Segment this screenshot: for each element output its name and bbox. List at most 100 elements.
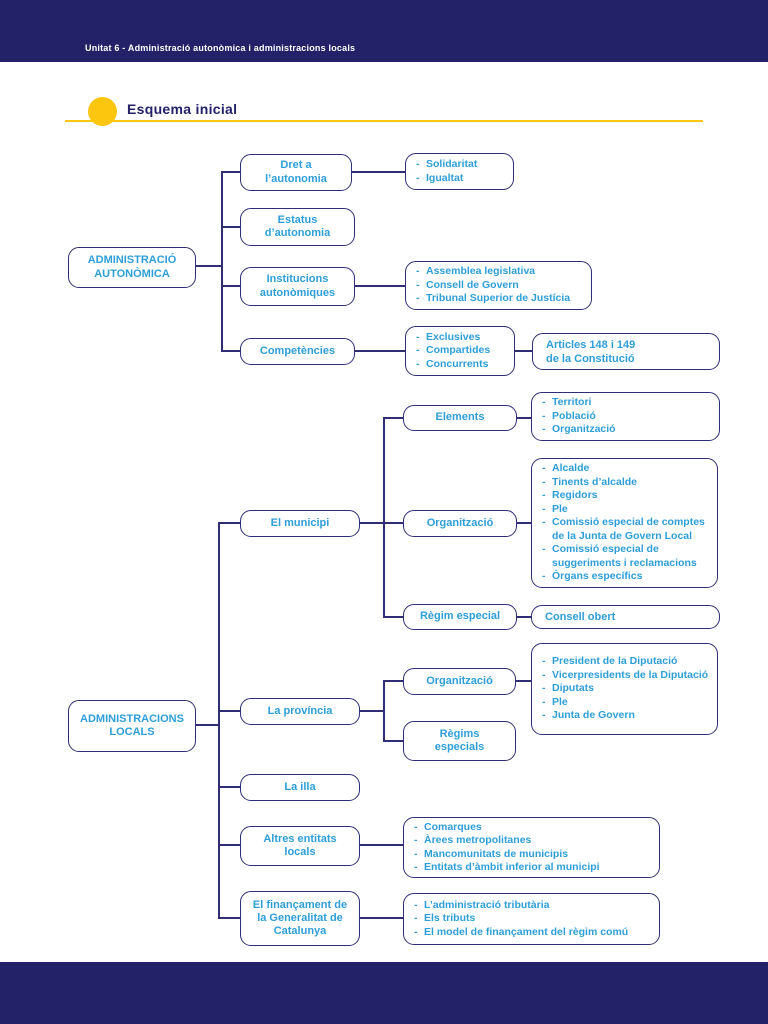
footer-bar — [0, 962, 768, 1024]
node-label: Institucions autonòmiques — [259, 273, 336, 299]
connector-line — [196, 265, 222, 267]
list-item: Àrees metropolitanes — [413, 834, 653, 848]
node-la-provincia: La província — [240, 698, 360, 725]
node-label: Dret a l’autonomia — [265, 159, 327, 185]
list-item: Ple — [541, 696, 711, 710]
node-label: Organització — [426, 674, 493, 687]
node-elements: Elements — [403, 405, 517, 431]
node-administracions-locals: ADMINISTRACIONS LOCALS — [68, 700, 196, 752]
list-item: Ple — [541, 503, 711, 517]
list-elements-items: Territori Població Organització — [531, 392, 720, 441]
node-label: ADMINISTRACIÓ AUTONÒMICA — [87, 254, 177, 280]
node-administracio-autonomica: ADMINISTRACIÓ AUTONÒMICA — [68, 247, 196, 288]
connector-line — [517, 522, 531, 524]
node-label: Estatus d’autonomia — [264, 213, 331, 239]
list-item: President de la Diputació — [541, 655, 711, 669]
section-bullet-circle — [88, 97, 117, 126]
list-competencies-items: Exclusives Compartides Concurrents — [405, 326, 515, 376]
list-item: Comarques — [413, 821, 653, 835]
connector-line — [360, 710, 384, 712]
node-altres-entitats: Altres entitats locals — [240, 826, 360, 866]
node-label: El municipi — [270, 516, 330, 529]
node-label: Règims especials — [434, 727, 485, 753]
node-organitzacio-provincia: Organització — [403, 668, 516, 695]
connector-line — [516, 680, 531, 682]
list-item: Organització — [541, 423, 713, 437]
connector-line — [515, 350, 532, 352]
node-label: La província — [267, 704, 333, 717]
header-bar: Unitat 6 - Administració autonòmica i ad… — [0, 0, 768, 62]
node-la-illa: La illa — [240, 774, 360, 801]
node-dret-autonomia: Dret a l’autonomia — [240, 154, 352, 191]
list-item: Òrgans específics — [541, 570, 711, 584]
node-label: Altres entitats locals — [263, 832, 337, 858]
connector-line — [383, 417, 403, 419]
list-item: Tribunal Superior de Justícia — [415, 292, 585, 306]
list-item: Diputats — [541, 682, 711, 696]
node-label: La illa — [284, 780, 316, 793]
connector-line — [218, 786, 240, 788]
box-consell-obert: Consell obert — [531, 605, 720, 629]
list-item: Alcalde — [541, 462, 711, 476]
node-label: Competències — [259, 344, 336, 357]
node-label: Organització — [426, 516, 494, 529]
connector-line — [218, 710, 240, 712]
node-label: Elements — [435, 411, 485, 424]
connector-line — [221, 171, 240, 173]
list-item: Vicerpresidents de la Diputació — [541, 669, 711, 683]
node-label: Règim especial — [419, 610, 501, 623]
connector-line — [221, 285, 240, 287]
connector-line — [355, 285, 405, 287]
connector-line — [218, 522, 220, 919]
connector-line — [360, 917, 403, 919]
list-item: Comissió especial de suggeriments i recl… — [541, 543, 711, 570]
list-financament-items: L’administració tributària Els tributs E… — [403, 893, 660, 945]
connector-line — [355, 350, 405, 352]
node-competencies: Competències — [240, 338, 355, 365]
connector-line — [218, 917, 240, 919]
list-item: Mancomunitats de municipis — [413, 848, 653, 862]
connector-line — [517, 616, 531, 618]
connector-line — [221, 350, 240, 352]
node-organitzacio-municipi: Organització — [403, 510, 517, 537]
note-text: Consell obert — [545, 611, 616, 623]
list-item: Regidors — [541, 489, 711, 503]
unit-header: Unitat 6 - Administració autonòmica i ad… — [85, 43, 356, 53]
list-item: Població — [541, 410, 713, 424]
page-title: Esquema inicial — [127, 101, 238, 117]
list-item: Solidaritat — [415, 158, 507, 172]
list-item: Tinents d’alcalde — [541, 476, 711, 490]
note-text: Articles 148 i 149 de la Constitució — [546, 338, 636, 365]
list-item: Comissió especial de comptes de la Junta… — [541, 516, 711, 543]
list-institucions-items: Assemblea legislativa Consell de Govern … — [405, 261, 592, 310]
connector-line — [196, 724, 218, 726]
list-item: Consell de Govern — [415, 279, 585, 293]
connector-line — [383, 616, 403, 618]
node-regim-especial: Règim especial — [403, 604, 517, 630]
list-item: Concurrents — [415, 358, 508, 372]
connector-line — [221, 226, 240, 228]
list-item: Compartides — [415, 344, 508, 358]
connector-line — [360, 522, 403, 524]
connector-line — [383, 740, 403, 742]
list-item: Exclusives — [415, 331, 508, 345]
list-organitzacio-municipi-items: Alcalde Tinents d’alcalde Regidors Ple C… — [531, 458, 718, 588]
list-item: Els tributs — [413, 912, 653, 926]
connector-line — [383, 417, 385, 618]
list-item: L’administració tributària — [413, 899, 653, 913]
node-regims-especials: Règims especials — [403, 721, 516, 761]
list-item: Territori — [541, 396, 713, 410]
connector-line — [352, 171, 405, 173]
list-dret-items: Solidaritat Igualtat — [405, 153, 514, 190]
node-institucions-autonomiques: Institucions autonòmiques — [240, 267, 355, 306]
title-underline — [65, 120, 703, 122]
list-item: Igualtat — [415, 172, 507, 186]
list-organitzacio-provincia-items: President de la Diputació Vicerpresident… — [531, 643, 718, 735]
connector-line — [218, 522, 240, 524]
connector-line — [383, 680, 403, 682]
list-item: Assemblea legislativa — [415, 265, 585, 279]
connector-line — [221, 171, 223, 352]
connector-line — [517, 417, 531, 419]
list-item: Entitats d’àmbit inferior al municipi — [413, 861, 653, 875]
